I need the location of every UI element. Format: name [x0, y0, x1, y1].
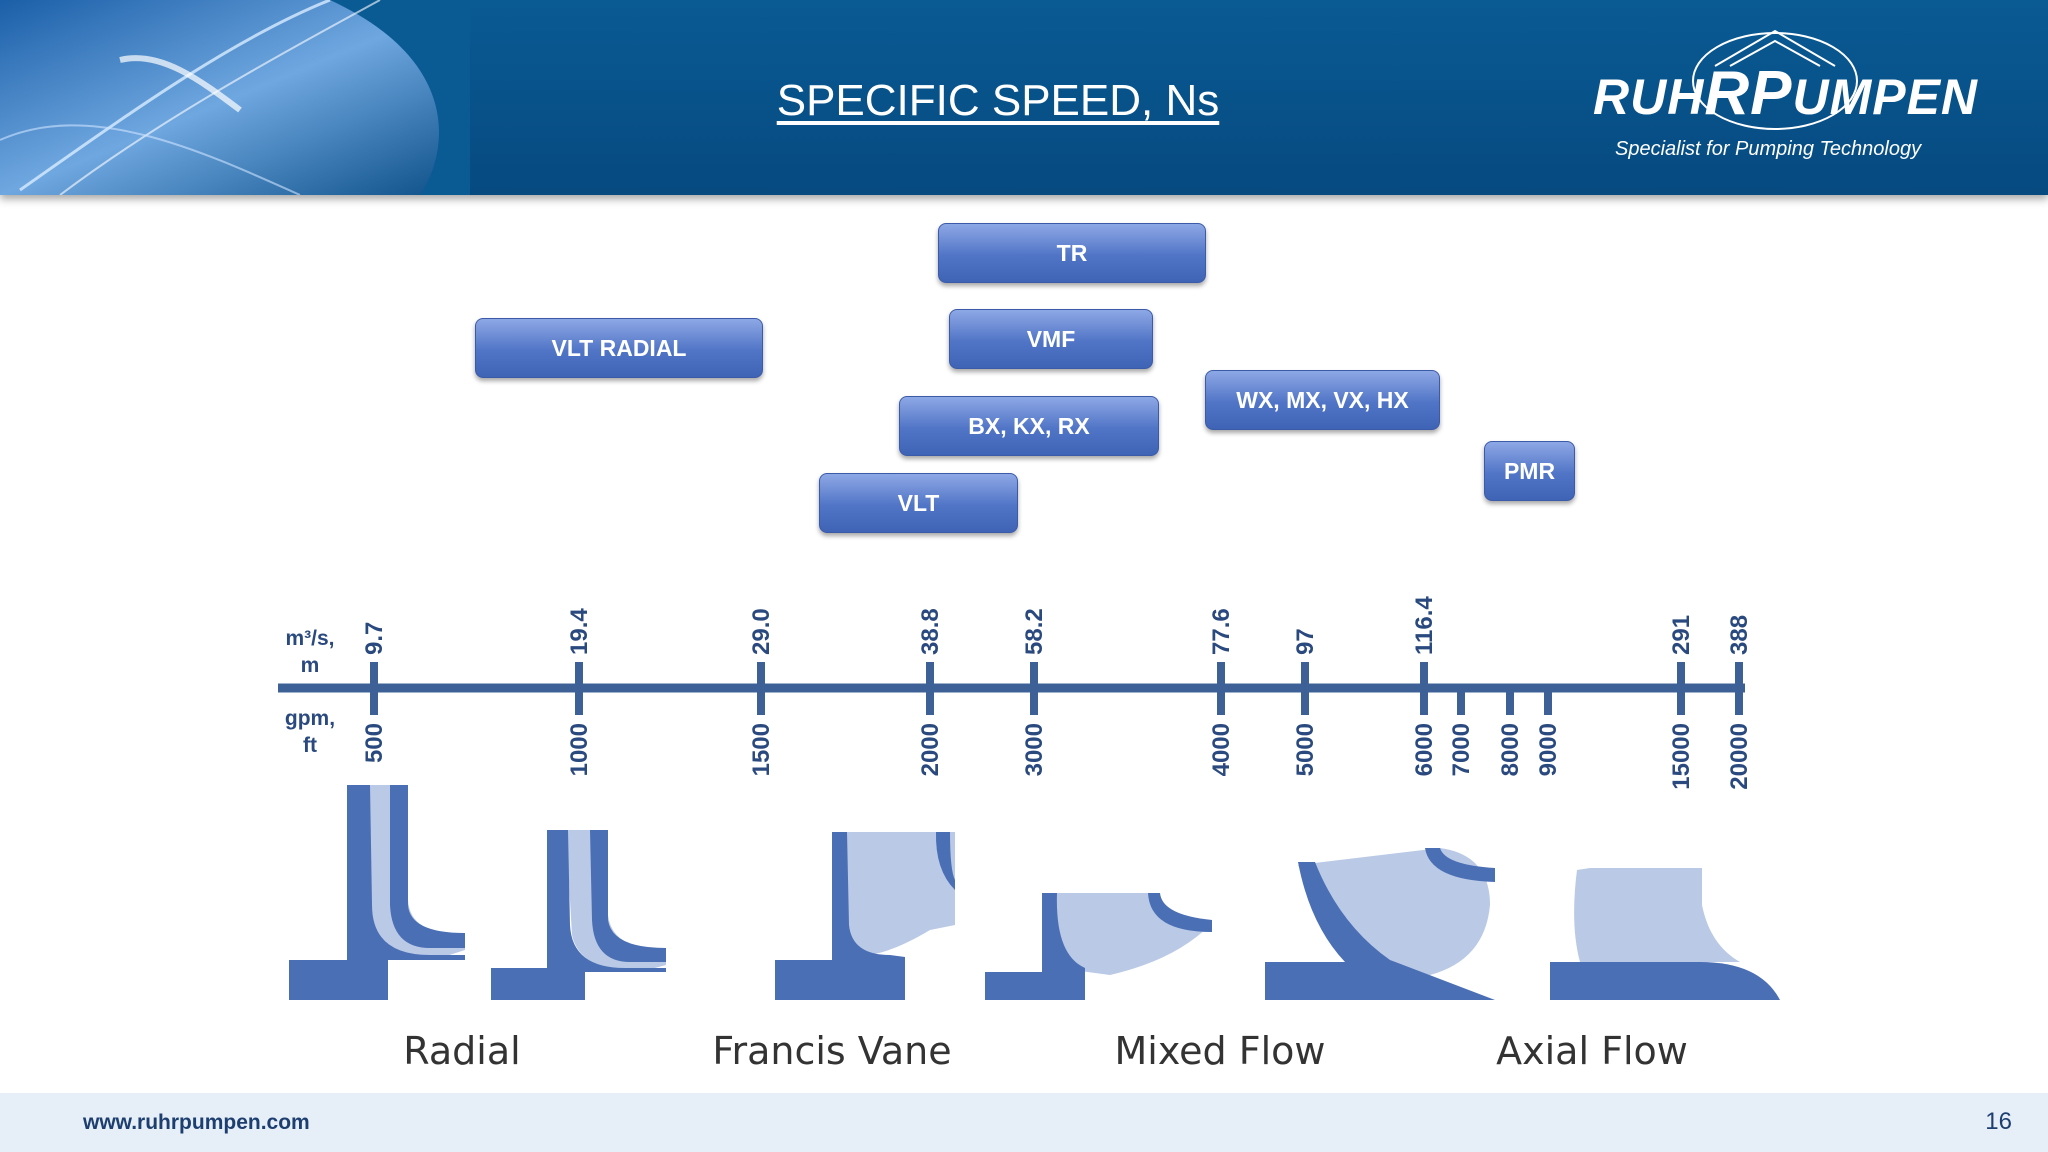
product-box-tr: TR — [938, 223, 1206, 283]
metric-tick-label: 19.4 — [566, 608, 593, 655]
impeller-francis-vane — [775, 832, 955, 1000]
tick-mark — [757, 662, 765, 715]
ruhrpumpen-logo: RUHRPUMPEN Specialist for Pumping Techno… — [1585, 26, 2005, 166]
us-tick-label: 7000 — [1448, 723, 1475, 776]
us-tick-label: 6000 — [1411, 723, 1438, 776]
us-tick-label: 4000 — [1208, 723, 1235, 776]
footer-bar: www.ruhrpumpen.com 16 — [0, 1093, 2048, 1152]
us-tick-label: 2000 — [917, 723, 944, 776]
product-box-bx-kx-rx: BX, KX, RX — [899, 396, 1159, 456]
logo-wordmark: RUHRPUMPEN — [1593, 59, 1979, 128]
tick-mark — [926, 662, 934, 715]
product-box-vmf: VMF — [949, 309, 1153, 369]
swirl-graphic — [0, 0, 470, 195]
metric-unit-label: m³/s,m — [285, 627, 335, 677]
tick-mark — [370, 662, 378, 715]
page-title: SPECIFIC SPEED, Ns — [776, 76, 1220, 125]
header-banner: SPECIFIC SPEED, Ns RUHRPUMPEN Specialist… — [0, 0, 2048, 195]
impeller-mixed-flow-low — [985, 893, 1212, 1000]
logo-tagline: Specialist for Pumping Technology — [1615, 138, 1922, 160]
tick-mark — [1544, 690, 1552, 715]
metric-tick-label: 388 — [1726, 615, 1753, 655]
us-tick-label: 15000 — [1668, 723, 1695, 790]
tick-mark — [1457, 690, 1465, 715]
website-url: www.ruhrpumpen.com — [83, 1111, 310, 1134]
page-number: 16 — [1985, 1108, 2012, 1135]
metric-tick-label: 38.8 — [917, 608, 944, 655]
tick-mark — [1217, 662, 1225, 715]
product-box-vlt-radial: VLT RADIAL — [475, 318, 763, 378]
label-mixed-flow: Mixed Flow — [1115, 1029, 1326, 1073]
impeller-mixed-flow-high — [1265, 848, 1495, 1000]
product-box-wx-mx-vx-hx: WX, MX, VX, HX — [1205, 370, 1440, 430]
tick-mark — [1030, 662, 1038, 715]
us-tick-label: 500 — [361, 723, 388, 763]
metric-tick-label: 97 — [1292, 628, 1319, 655]
us-tick-label: 8000 — [1497, 723, 1524, 776]
us-tick-label: 1500 — [748, 723, 775, 776]
us-tick-label: 9000 — [1535, 723, 1562, 776]
product-box-pmr: PMR — [1484, 441, 1575, 501]
us-tick-label: 1000 — [566, 723, 593, 776]
metric-tick-label: 77.6 — [1208, 608, 1235, 655]
metric-tick-label: 29.0 — [748, 608, 775, 655]
impeller-radial-wide — [491, 830, 666, 1000]
tick-mark — [1506, 690, 1514, 715]
metric-tick-label: 58.2 — [1021, 608, 1048, 655]
metric-tick-label: 291 — [1668, 615, 1695, 655]
label-radial: Radial — [403, 1029, 520, 1073]
us-tick-label: 3000 — [1021, 723, 1048, 776]
product-box-vlt: VLT — [819, 473, 1018, 533]
logo-emblem-icon — [1692, 29, 1858, 130]
tick-mark — [1677, 662, 1685, 715]
tick-mark — [1301, 662, 1309, 715]
impeller-radial-narrow — [289, 785, 465, 1000]
tick-mark — [575, 662, 583, 715]
metric-tick-label: 9.7 — [361, 622, 388, 655]
label-francis-vane: Francis Vane — [712, 1029, 951, 1073]
tick-mark — [1420, 662, 1428, 715]
us-tick-label: 20000 — [1726, 723, 1753, 790]
us-unit-label: gpm,ft — [284, 707, 336, 757]
impeller-axial-flow — [1550, 868, 1780, 1000]
tick-mark — [1735, 662, 1743, 715]
us-tick-label: 5000 — [1292, 723, 1319, 776]
metric-tick-label: 116.4 — [1411, 596, 1438, 655]
label-axial-flow: Axial Flow — [1496, 1029, 1688, 1073]
